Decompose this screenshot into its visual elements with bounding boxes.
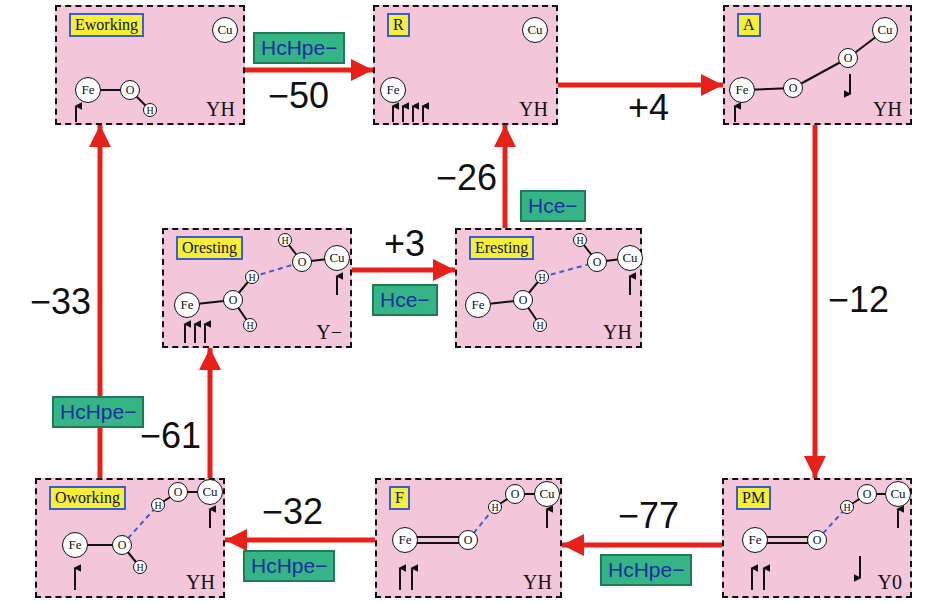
energy-value: −61 [140,416,201,456]
reaction-arrow [225,538,375,543]
reaction-arrow [813,125,818,478]
energy-value: −50 [268,76,329,116]
energy-value: −32 [262,492,323,532]
state-label: PM [736,486,771,510]
atom-circle: Fe [62,532,88,558]
proton-electron-tag: Hce− [372,284,438,316]
atom-circle: H [133,560,147,574]
atom-circle: Cu [212,17,238,43]
atom-circle: H [840,500,854,514]
state-box: ErestingYH [455,228,642,348]
atom-circle: O [292,252,312,272]
energy-value: −12 [828,280,889,320]
energy-value: +3 [384,224,425,264]
reaction-arrow [558,83,723,88]
state-label: A [737,13,761,37]
atom-circle: O [513,290,533,310]
atom-circle: O [223,290,243,310]
atom-circle: Cu [522,17,548,43]
atom-circle: O [838,48,858,68]
hydrogen-bonds [122,262,847,545]
atom-circle: Fe [742,527,768,553]
atom-circle: H [151,498,165,512]
tyrosine-state: YH [523,571,552,593]
reaction-arrow [208,348,213,478]
atom-circle: H [243,318,257,332]
atom-circle: H [533,318,547,332]
atom-circle: H [278,233,292,247]
atom-circle: Fe [465,292,491,318]
tyrosine-state: YH [206,98,235,120]
atom-circle: O [857,484,877,504]
bonds [75,30,898,567]
state-label: Oresting [176,236,243,260]
atom-circle: Cu [872,17,898,43]
atom-circle: H [143,103,157,117]
reaction-arrow [503,125,508,228]
atom-circle: Cu [324,245,350,271]
atom-circle: Cu [534,481,560,507]
energy-value: −77 [618,496,679,536]
state-label: R [387,13,410,37]
atom-circle: Cu [197,479,223,505]
atom-circle: H [488,500,502,514]
tyrosine-state: Y− [316,321,342,343]
reaction-arrow [245,68,373,73]
state-box: OrestingY− [162,228,352,348]
tyrosine-state: YH [186,571,215,593]
state-label: Eresting [469,236,534,260]
state-label: Eworking [69,13,144,37]
state-label: Oworking [49,486,126,510]
atom-circle: Fe [380,77,406,103]
atom-circle: Fe [392,527,418,553]
atom-circle: Cu [885,481,911,507]
energy-value: −26 [436,158,497,198]
atom-circle: H [245,270,259,284]
tyrosine-state: Y0 [878,571,902,593]
proton-electron-tag: HcHpe− [243,550,335,582]
spin-arrows [75,74,898,590]
atom-circle: Fe [75,77,101,103]
atom-circle: O [587,252,607,272]
proton-electron-tag: Hce− [520,190,586,222]
energy-value: −33 [30,282,91,322]
atom-circle: O [783,78,803,98]
atom-circle: H [535,270,549,284]
atom-circle: Fe [729,77,755,103]
reaction-arrow [352,268,455,273]
atom-circle: O [807,530,827,550]
atom-circle: O [458,530,478,550]
atom-circle: Cu [617,245,643,271]
tyrosine-state: YH [873,98,902,120]
proton-electron-tag: HcHpe− [600,554,692,586]
proton-electron-tag: HcHpe− [253,32,345,64]
energy-value: +4 [628,88,669,128]
atom-circle: Fe [174,292,200,318]
tyrosine-state: YH [519,98,548,120]
state-label: F [389,486,410,510]
atom-circle: O [120,80,140,100]
atom-circle: H [573,233,587,247]
atom-circle: O [168,482,188,502]
reaction-arrow [562,543,722,548]
tyrosine-state: YH [603,321,632,343]
proton-electron-tag: HcHpe− [52,396,144,428]
atom-circle: O [505,484,525,504]
atom-circle: O [112,535,132,555]
